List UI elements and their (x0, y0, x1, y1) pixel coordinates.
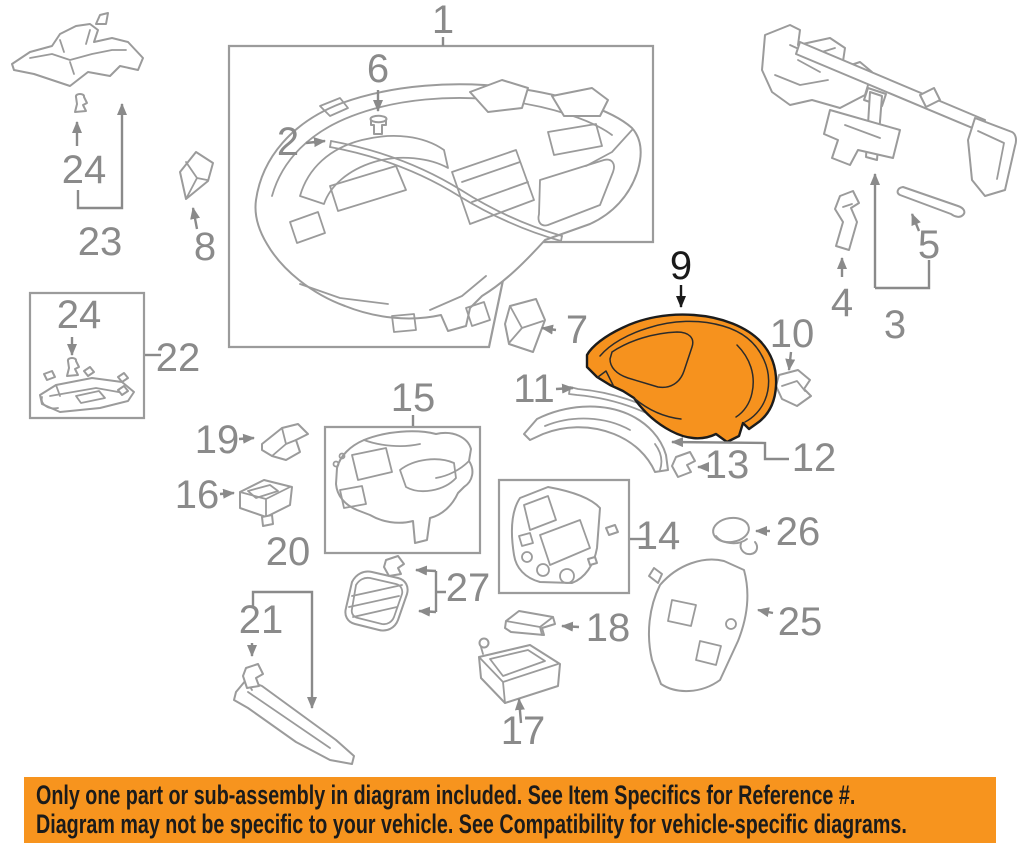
arrow-part-7 (541, 324, 557, 335)
part-label-13: 13 (705, 443, 750, 487)
part-label-8: 8 (194, 225, 216, 269)
arrow-part-16 (219, 488, 235, 499)
part-label-26: 26 (776, 510, 821, 554)
part-9-highlighted-cluster-visor (585, 313, 778, 444)
part-20-trim-drawing (233, 679, 355, 765)
disclaimer-line-1: Only one part or sub-assembly in diagram… (36, 780, 856, 810)
arrow-part-17 (514, 698, 525, 724)
part-8-drawing (179, 151, 214, 200)
leader-part-27 (434, 571, 446, 612)
part-label-4: 4 (831, 281, 853, 325)
part-24-clip-top-drawing (74, 93, 88, 113)
part-label-15: 15 (391, 376, 436, 420)
part-label-3: 3 (884, 303, 906, 347)
part-21-clip-drawing (242, 663, 264, 689)
arrow-part-8 (190, 207, 200, 230)
leader-part-12 (671, 437, 789, 461)
part-22-tray-drawing (39, 366, 135, 413)
part-label-23: 23 (78, 220, 123, 264)
leader-part-23 (76, 103, 127, 210)
part-24-clip-box-drawing (66, 357, 80, 377)
part-1-instrument-panel-drawing (254, 79, 642, 333)
box-part-14 (497, 478, 631, 595)
part-label-16: 16 (175, 473, 220, 517)
part-16-drawing (239, 479, 293, 527)
part-17-bin-drawing (478, 637, 561, 704)
arrow-part-25 (757, 607, 774, 618)
part-18-tray-drawing (504, 610, 556, 636)
part-label-17: 17 (501, 709, 546, 753)
disclaimer-banner: Only one part or sub-assembly in diagram… (24, 777, 996, 843)
part-label-25: 25 (778, 600, 823, 644)
part-19-drawing (261, 423, 309, 461)
leader-part-20 (251, 590, 317, 709)
part-label-2: 2 (277, 120, 299, 164)
part-5-rod-drawing (896, 186, 966, 218)
part-4-bracket-drawing (834, 190, 860, 251)
part-label-11: 11 (513, 367, 555, 411)
part-6-clip-drawing (369, 114, 388, 135)
part-label-1: 1 (432, 0, 454, 42)
part-label-21: 21 (239, 598, 284, 642)
part-label-24-box: 24 (57, 293, 102, 337)
part-3-hanger-beam-drawing (761, 24, 1017, 197)
part-label-9-highlighted: 9 (670, 244, 692, 288)
arrow-part-10 (785, 351, 796, 371)
disclaimer-line-2: Diagram may not be specific to your vehi… (36, 809, 907, 839)
part-15-center-visor-drawing (332, 430, 474, 544)
part-labels: 1 2 3 4 5 6 7 8 9 10 11 12 13 14 15 16 1… (57, 0, 940, 753)
box-part-22 (28, 291, 146, 420)
box-part-15 (323, 425, 482, 555)
part-26-cup-drawing (712, 516, 759, 556)
arrow-part-5 (910, 213, 921, 232)
arrow-part-19 (238, 433, 255, 444)
part-label-10: 10 (770, 312, 815, 356)
arrow-part-11 (555, 383, 574, 394)
part-11-strip-drawing (568, 386, 671, 425)
arrow-part-18 (561, 621, 580, 632)
part-label-12: 12 (792, 436, 837, 480)
part-label-18: 18 (586, 606, 631, 650)
part-label-19: 19 (195, 418, 240, 462)
part-7-drawing (504, 298, 546, 353)
leader-part-3b (875, 260, 931, 290)
part-23-bracket-assembly-drawing (11, 12, 144, 87)
arrow-part-2 (305, 137, 326, 148)
part-label-20: 20 (266, 530, 311, 574)
part-14-center-panel-drawing (511, 486, 619, 584)
part-25-cover-drawing (647, 558, 749, 693)
part-label-6: 6 (367, 47, 389, 91)
part-12-garnish-drawing (523, 405, 669, 473)
part-10-clip-drawing (775, 369, 812, 407)
part-2-seal-strip-drawing (329, 140, 563, 242)
part-label-22: 22 (156, 336, 201, 380)
part-label-27: 27 (446, 566, 491, 610)
part-label-7: 7 (566, 308, 588, 352)
part-label-5: 5 (918, 223, 940, 267)
part-27-vent-drawing (344, 555, 409, 632)
leader-arrows (67, 37, 931, 724)
arrow-part-27-clip (415, 565, 437, 576)
part-13-clip-drawing (671, 451, 696, 478)
arrow-part-27-vent (418, 606, 437, 617)
part-label-24-top: 24 (62, 148, 107, 192)
part-label-14: 14 (636, 514, 681, 558)
